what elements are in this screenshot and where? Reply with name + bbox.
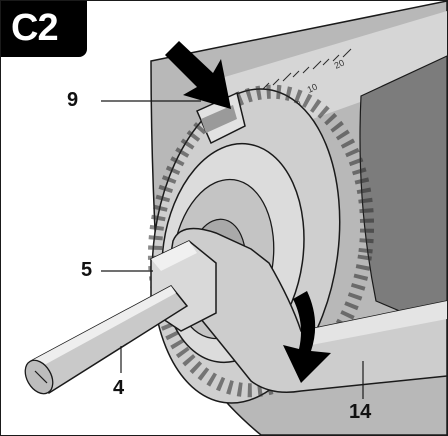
scale-label-20: 20 (333, 58, 346, 71)
callout-5: 5 (81, 259, 93, 281)
shaft-tip-slot (34, 370, 48, 384)
callout-14: 14 (349, 401, 372, 423)
figure-badge-label: C2 (11, 7, 59, 49)
press-arrow-icon (165, 41, 231, 109)
hex-nut-top (151, 241, 197, 271)
depth-scale (262, 48, 352, 90)
ribbed-ring (147, 84, 375, 398)
scale-label-10: 10 (306, 82, 319, 95)
latch-lever-shade (201, 105, 237, 133)
callout-4: 4 (113, 377, 125, 399)
drive-shaft-highlight (31, 286, 176, 369)
figure-badge: C2 (1, 1, 87, 57)
rotation-arrow-icon (283, 291, 331, 383)
callout-9: 9 (67, 89, 79, 111)
wrench-highlight (301, 301, 447, 346)
shaft-tip (24, 359, 54, 395)
